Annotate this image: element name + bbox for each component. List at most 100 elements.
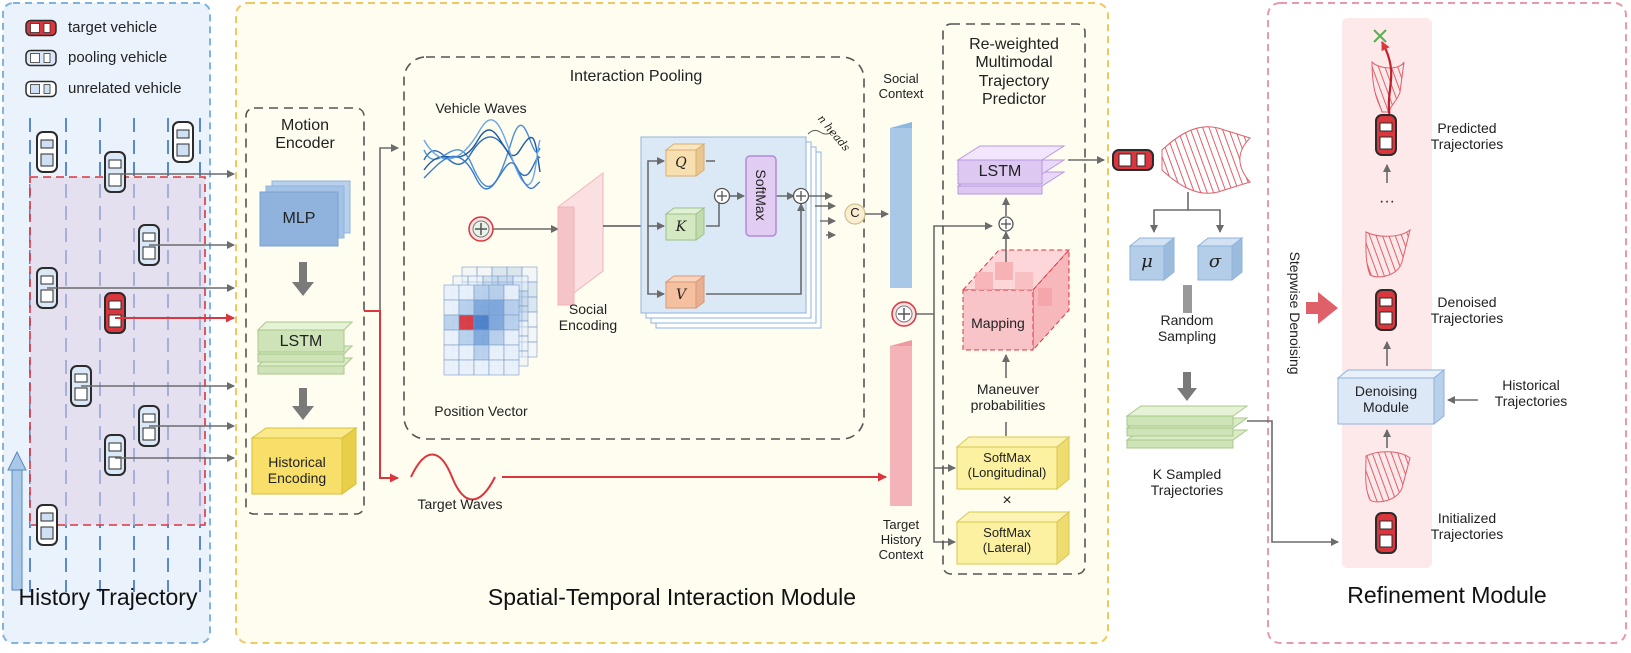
vehicle-waves-icon (423, 119, 541, 190)
position-grid-cell (443, 359, 460, 376)
distribution-branch-arrows (1150, 192, 1224, 233)
social-encoding-label: Social Encoding (558, 301, 618, 334)
position-vector-label: Position Vector (434, 403, 528, 419)
k-label: K (675, 219, 687, 235)
random-sampling-label: Random Sampling (1157, 312, 1217, 345)
qkv-branches (647, 157, 805, 298)
history-arrows (47, 170, 235, 462)
position-grid-cell (443, 299, 460, 316)
motion-encoder-title: Motion Encoder (275, 117, 335, 153)
position-vector-grid (443, 266, 538, 376)
target-waves-label: Target Waves (417, 496, 503, 512)
softmax-longitudinal-label: SoftMax (Longitudinal) (967, 450, 1047, 480)
mu-block (1128, 236, 1176, 282)
historical-encoding-label: Historical Encoding (267, 454, 327, 487)
predictor-box (942, 23, 1086, 575)
add-icon (468, 216, 494, 242)
position-grid-cell (488, 344, 505, 361)
position-grid-cell (488, 359, 505, 376)
context-add-icon (891, 301, 917, 327)
position-grid-cell (458, 344, 475, 361)
position-grid-cell (458, 329, 475, 346)
position-grid-cell (458, 284, 475, 301)
pooling-vehicle-legend-icon (25, 49, 57, 67)
sampling-bar (1183, 285, 1192, 313)
sampled-to-refinement-arrow (1247, 420, 1339, 546)
mapping-label: Mapping (971, 315, 1025, 331)
mlp-down-arrow (292, 262, 314, 296)
concat-label: C (850, 205, 860, 220)
q-label: Q (675, 155, 687, 171)
initialized-trajectories-label: Initialized Trajectories (1430, 510, 1504, 543)
k-sampled-label: K Sampled Trajectories (1150, 466, 1224, 499)
position-grid-cell (443, 344, 460, 361)
position-grid-cell (473, 299, 490, 316)
encoder-output-arrows (364, 144, 399, 483)
heads-to-concat-arrows (808, 192, 836, 239)
position-grid-cell (503, 299, 520, 316)
unrelated-vehicle-icon (36, 131, 58, 173)
target-history-context-bar (890, 340, 912, 506)
position-grid-cell (503, 329, 520, 346)
softmax-lateral-block (955, 510, 1071, 566)
pooling-vehicle-icon (104, 434, 126, 476)
sigma-label: σ (1208, 251, 1222, 272)
denoising-module-block (1336, 368, 1446, 426)
predictor-add-icon (998, 216, 1014, 232)
initialized-vehicle-icon (1375, 512, 1397, 554)
output-vehicle-icon (1112, 149, 1154, 171)
legend-target-label: target vehicle (68, 19, 158, 36)
target-vehicle-legend-icon (25, 19, 57, 37)
position-grid-cell (473, 359, 490, 376)
position-grid-cell (443, 329, 460, 346)
denoising-module-label: Denoising Module (1354, 383, 1418, 416)
encoder-lstm-block (256, 321, 354, 375)
v-label: V (675, 287, 687, 303)
position-grid-cell (488, 299, 505, 316)
position-grid-cell (503, 284, 520, 301)
position-grid-cell (503, 359, 520, 376)
v-block (664, 275, 706, 309)
historical-encoding-block (250, 427, 358, 495)
position-grid-cell (458, 359, 475, 376)
stepwise-arrow (1306, 292, 1338, 324)
context-to-predictor-arrows (916, 222, 993, 546)
position-grid-cell (473, 329, 490, 346)
denoised-shape-upper (1365, 228, 1411, 278)
position-grid-cell (503, 344, 520, 361)
softmax-longitudinal-block (955, 435, 1071, 491)
position-grid-cell (458, 299, 475, 316)
refinement-section-title: Refinement Module (1347, 582, 1547, 608)
interaction-pooling-box (403, 56, 865, 440)
lstm-down-arrow (292, 388, 314, 420)
predictor-title: Re-weighted Multimodal Trajectory Predic… (969, 36, 1059, 109)
social-context-bar (890, 122, 912, 288)
attention-combine-icon (792, 187, 810, 205)
motion-encoder-box (245, 107, 365, 515)
mapping-block (961, 248, 1071, 352)
position-grid-cell (488, 284, 505, 301)
unrelated-vehicle-legend-icon (25, 80, 57, 98)
predictor-lstm-block (956, 145, 1066, 195)
predicted-vehicle-icon (1375, 114, 1397, 156)
sampling-down-arrow (1177, 372, 1197, 401)
encoder-lstm-label: LSTM (279, 333, 323, 350)
position-grid-cell (443, 284, 460, 301)
n-heads-brace (807, 129, 833, 135)
initialized-shape (1365, 451, 1411, 503)
position-grid-cell (488, 329, 505, 346)
predictor-lstm-label: LSTM (978, 163, 1022, 180)
target-vehicle-icon (104, 292, 126, 334)
denoised-vehicle-icon (1375, 289, 1397, 331)
distribution-shape (1161, 126, 1251, 194)
position-grid-cell (473, 344, 490, 361)
position-grid-cell (473, 314, 490, 331)
sigma-block (1196, 236, 1244, 282)
social-encoding-block (557, 171, 604, 307)
interaction-pooling-title: Interaction Pooling (569, 68, 703, 85)
position-grid-cell (458, 314, 475, 331)
unrelated-vehicle-icon (172, 121, 194, 163)
k-block (664, 207, 706, 241)
